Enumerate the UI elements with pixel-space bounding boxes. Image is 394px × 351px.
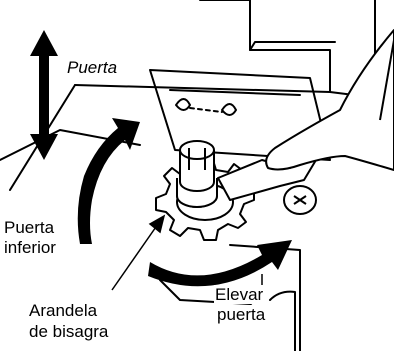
hand [265,29,394,171]
hinge-slot-2 [221,103,237,116]
hinge-plate [149,69,331,161]
lower-door-label-line1: Puerta [3,218,56,237]
hinge-plate-ridge [169,89,301,96]
lower-door-label-line2: inferior [3,238,57,257]
door-label: Puerta [67,58,118,77]
hinge-washer-label-line2: de bisagra [28,322,110,341]
lower-door-curved-arrow [77,118,140,244]
hinge-pin [176,140,218,208]
door-double-arrow [30,30,58,160]
washer-leader-arrowhead [148,214,166,234]
raise-door-label-line2: puerta [216,305,267,324]
lower-door-corner [269,290,296,351]
upper-door-panel [249,41,336,51]
raise-door-label-line1: Elevar [214,285,265,304]
hinge-washer-label-line1: Arandela [28,301,99,320]
washer-leader-line [111,223,159,291]
raise-door-curved-arrow [148,240,292,287]
lower-door-side [229,244,301,351]
hinge-groove [189,107,223,113]
hinge-slot-1 [175,98,191,111]
